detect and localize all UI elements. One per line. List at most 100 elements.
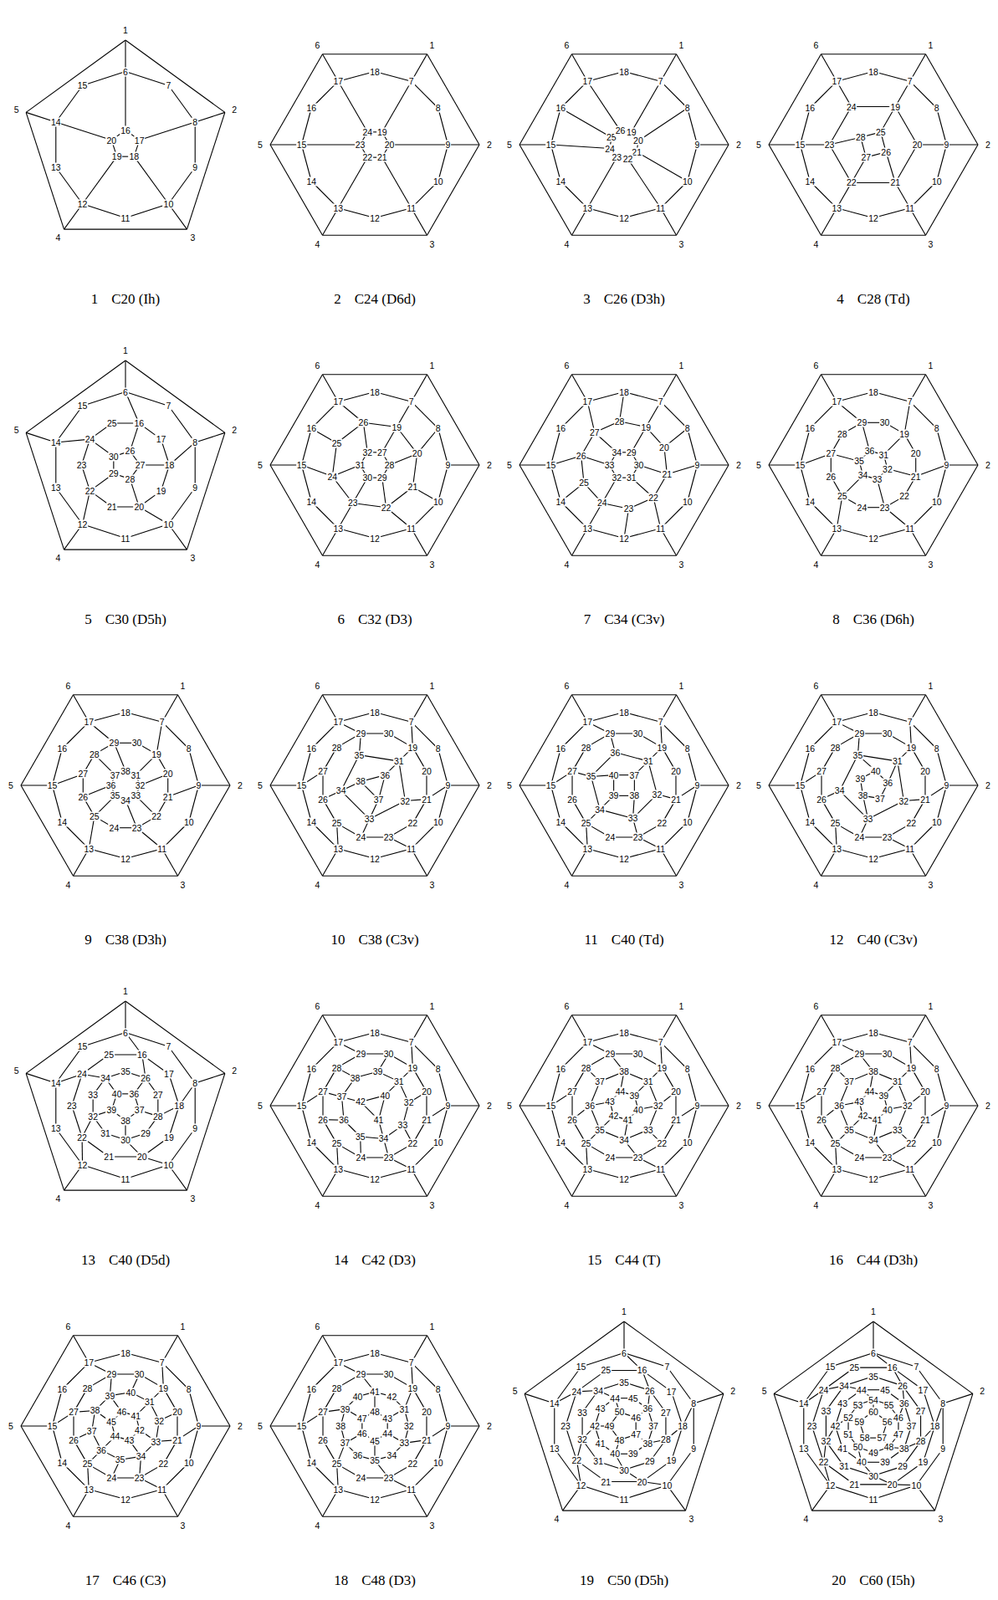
vertex-number: 22 [571,1456,584,1466]
bond-line [56,487,83,525]
vertex-number: 6 [813,40,820,51]
vertex-number: 13 [332,203,344,213]
vertex-number: 36 [864,446,876,456]
vertex-number: 15 [794,781,807,791]
vertex-number: 35 [119,1067,132,1077]
vertex-number: 6 [314,681,322,691]
bond-line [519,465,573,556]
bond-line [64,549,188,551]
vertex-number: 32 [403,1098,415,1108]
vertex-number: 54 [867,1395,880,1405]
vertex-number: 19 [639,422,652,432]
vertex-number: 21 [889,178,901,188]
vertex-number: 17 [82,717,95,727]
bond-line [56,122,113,141]
vertex-number: 15 [296,781,308,791]
bond-line [189,748,200,786]
vertex-number: 9 [943,1101,951,1111]
vertex-number: 42 [133,1425,146,1435]
vertex-number: 4 [314,880,322,890]
vertex-number: 31 [143,1397,156,1408]
vertex-number: 28 [152,1111,164,1121]
vertex-number: 5 [506,1101,513,1111]
vertex-number: 47 [356,1414,369,1424]
vertex-number: 29 [107,469,120,479]
vertex-number: 60 [867,1407,880,1417]
molecule-label: C48 (D3) [361,1572,416,1589]
vertex-number: 4 [314,239,322,249]
vertex-number: 20 [420,767,433,777]
vertex-number: 9 [445,460,452,471]
vertex-number: 25 [836,491,849,502]
vertex-number: 23 [632,832,645,842]
vertex-number: 13 [82,1484,95,1495]
vertex-number: 1 [179,1322,187,1332]
vertex-number: 34 [834,786,846,796]
vertex-number: 16 [554,1064,567,1075]
vertex-number: 19 [889,102,901,112]
vertex-number: 9 [943,140,951,150]
figure-number: 17 [85,1572,100,1589]
vertex-number: 4 [563,559,571,569]
bond-line [301,428,313,466]
vertex-number: 12 [368,213,381,223]
vertex-number: 23 [66,1101,78,1111]
vertex-number: 18 [127,152,140,162]
vertex-number: 16 [803,744,816,754]
vertex-number: 55 [883,1400,896,1410]
vertex-number: 15 [296,460,308,471]
bond-line [562,1510,686,1512]
vertex-number: 17 [665,1386,678,1397]
vertex-number: 24 [355,1473,368,1483]
bond-line [693,1393,724,1404]
vertex-number: 18 [163,460,176,471]
vertex-number: 34 [378,1134,390,1144]
vertex-number: 16 [305,744,318,754]
vertex-number: 29 [854,1049,866,1060]
bond-line [438,465,449,502]
vertex-number: 8 [185,1385,193,1395]
vertex-number: 3 [179,880,187,890]
vertex-number: 28 [829,1063,842,1073]
vertex-number: 9 [191,1124,199,1134]
vertex-number: 33 [820,1406,833,1416]
bond-line [270,1426,323,1517]
vertex-number: 14 [554,176,567,186]
vertex-number: 13 [830,844,843,854]
vertex-number: 46 [356,1428,369,1439]
vertex-number: 4 [563,1200,571,1210]
vertex-number: 35 [585,772,598,782]
figure-caption: 14C42 (D3) [333,1252,416,1270]
vertex-number: 37 [86,1427,98,1437]
vertex-number: 12 [119,854,132,864]
figure-caption: 11C40 (Td) [583,931,664,949]
vertex-number: 19 [155,486,168,496]
vertex-number: 46 [629,1412,642,1423]
vertex-number: 38 [119,766,132,776]
vertex-number: 25 [102,1049,115,1060]
vertex-number: 11 [405,523,417,533]
vertex-number: 8 [435,103,442,113]
vertex-number: 17 [581,717,594,727]
molecule-label: C60 (I5h) [859,1572,916,1589]
vertex-number: 14 [798,1398,810,1408]
bond-line [519,695,573,786]
vertex-number: 2 [236,1422,244,1432]
figure-number: 5 [84,611,93,628]
vertex-number: 28 [81,1383,94,1393]
vertex-number: 5 [256,140,264,150]
vertex-number: 32 [576,1435,589,1445]
molecule-label: C24 (D6d) [354,291,416,308]
bond-line [821,555,927,557]
bond-line [936,1069,947,1106]
vertex-number: 21 [171,1435,184,1445]
vertex-number: 17 [917,1385,930,1395]
vertex-number: 59 [854,1417,866,1427]
bond-line [800,465,811,502]
vertex-number: 26 [76,792,89,802]
vertex-number: 11 [904,203,916,213]
bond-line [773,1321,874,1394]
vertex-number: 24 [355,832,368,842]
vertex-number: 8 [684,744,691,754]
vertex-number: 21 [407,482,420,492]
